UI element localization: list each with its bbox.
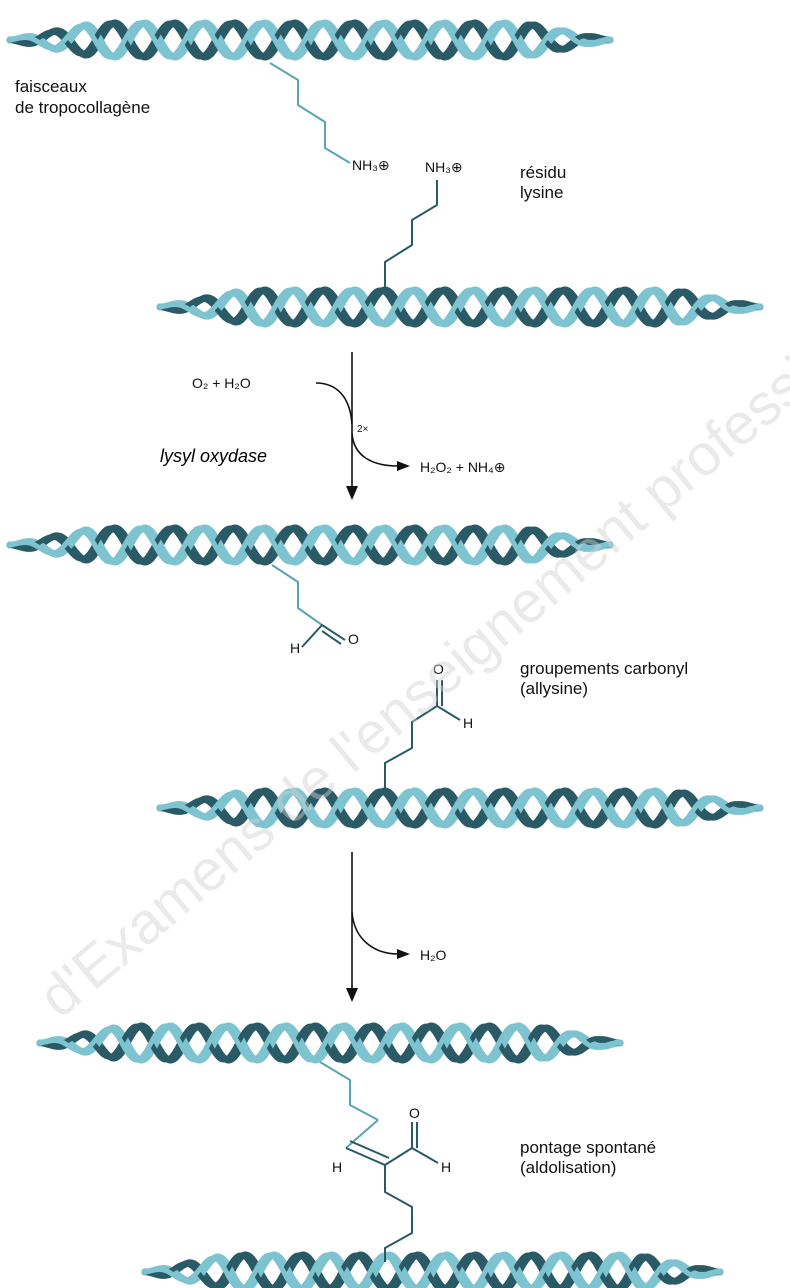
crosslink-aldehyde xyxy=(384,1147,439,1166)
lysine-label-line1: résidu xyxy=(520,163,566,182)
aldehyde-left-o: O xyxy=(348,631,359,647)
crosslink-chain-upper xyxy=(319,1061,379,1121)
aldehyde-right-o: O xyxy=(433,661,444,677)
helix-strand xyxy=(157,788,763,828)
helix-strand xyxy=(142,1252,723,1288)
crosslink-label-line1: pontage spontané xyxy=(520,1138,656,1157)
helix-strand xyxy=(37,1023,623,1063)
carbonyl-label-line1: groupements carbonyl xyxy=(520,659,688,678)
aldehyde-left-bonds xyxy=(301,624,346,648)
helix-lysine xyxy=(156,286,764,328)
crosslink-chain-h-bond xyxy=(345,1119,379,1149)
reaction2-output-arrowhead xyxy=(397,949,410,959)
crosslink-h-right: H xyxy=(441,1159,451,1175)
crosslink-chain-lower xyxy=(384,1165,413,1262)
ammonium-group-bottom: NH₃⊕ xyxy=(425,159,463,175)
aldehyde-left-double-bond xyxy=(321,630,342,645)
helix-strand xyxy=(157,287,763,327)
helix-crosslink-top xyxy=(36,1022,624,1064)
helix-allysine xyxy=(156,787,764,829)
enzyme-label: lysyl oxydase xyxy=(160,446,267,466)
reaction2-output-curve xyxy=(351,911,399,955)
helix-aldehyde-top xyxy=(6,524,614,566)
helix-strand xyxy=(142,1252,723,1288)
reaction1-input-curve xyxy=(315,382,353,425)
reaction1-output-curve xyxy=(351,433,399,467)
crosslink-double-bond-b xyxy=(349,1140,390,1159)
helix-top xyxy=(6,19,614,61)
lysine-chain-top xyxy=(269,62,351,164)
helix-strand xyxy=(37,1023,623,1063)
helix-strand xyxy=(157,788,763,828)
reaction2-arrowhead xyxy=(346,988,358,1002)
crosslink-o: O xyxy=(409,1105,420,1121)
reaction1-outputs: H₂O₂ + NH₄⊕ xyxy=(420,459,506,475)
carbonyl-label-line2: (allysine) xyxy=(520,679,588,698)
aldehyde-right-h: H xyxy=(463,715,473,731)
reaction1-multiplier: 2× xyxy=(357,424,369,435)
allysine-chain-top xyxy=(271,564,323,626)
helix-strand xyxy=(7,525,613,565)
watermark: d'Examens de l'enseignement professionne… xyxy=(27,253,790,1030)
reaction1-inputs: O₂ + H₂O xyxy=(192,375,251,391)
tropocollagen-label-line2: de tropocollagène xyxy=(15,98,150,117)
helix-strand xyxy=(7,20,613,60)
lysine-chain-bottom xyxy=(384,180,438,288)
aldehyde-left-h: H xyxy=(290,640,300,656)
allysine-chain-bottom xyxy=(384,705,461,790)
tropocollagen-label-line1: faisceaux xyxy=(15,77,87,96)
helix-strand xyxy=(157,287,763,327)
reaction1-arrowhead xyxy=(346,486,358,500)
helix-strand xyxy=(7,525,613,565)
crosslink-label-line2: (aldolisation) xyxy=(520,1158,616,1177)
crosslink-h-left: H xyxy=(332,1159,342,1175)
helix-strand xyxy=(7,20,613,60)
helix-crosslink-bottom xyxy=(141,1251,724,1288)
crosslink-double-bond-a xyxy=(345,1147,386,1166)
reaction1-output-arrowhead xyxy=(397,461,410,471)
reaction2-output: H₂O xyxy=(420,947,447,963)
ammonium-group-top: NH₃⊕ xyxy=(352,157,390,173)
lysine-label-line2: lysine xyxy=(520,183,563,202)
